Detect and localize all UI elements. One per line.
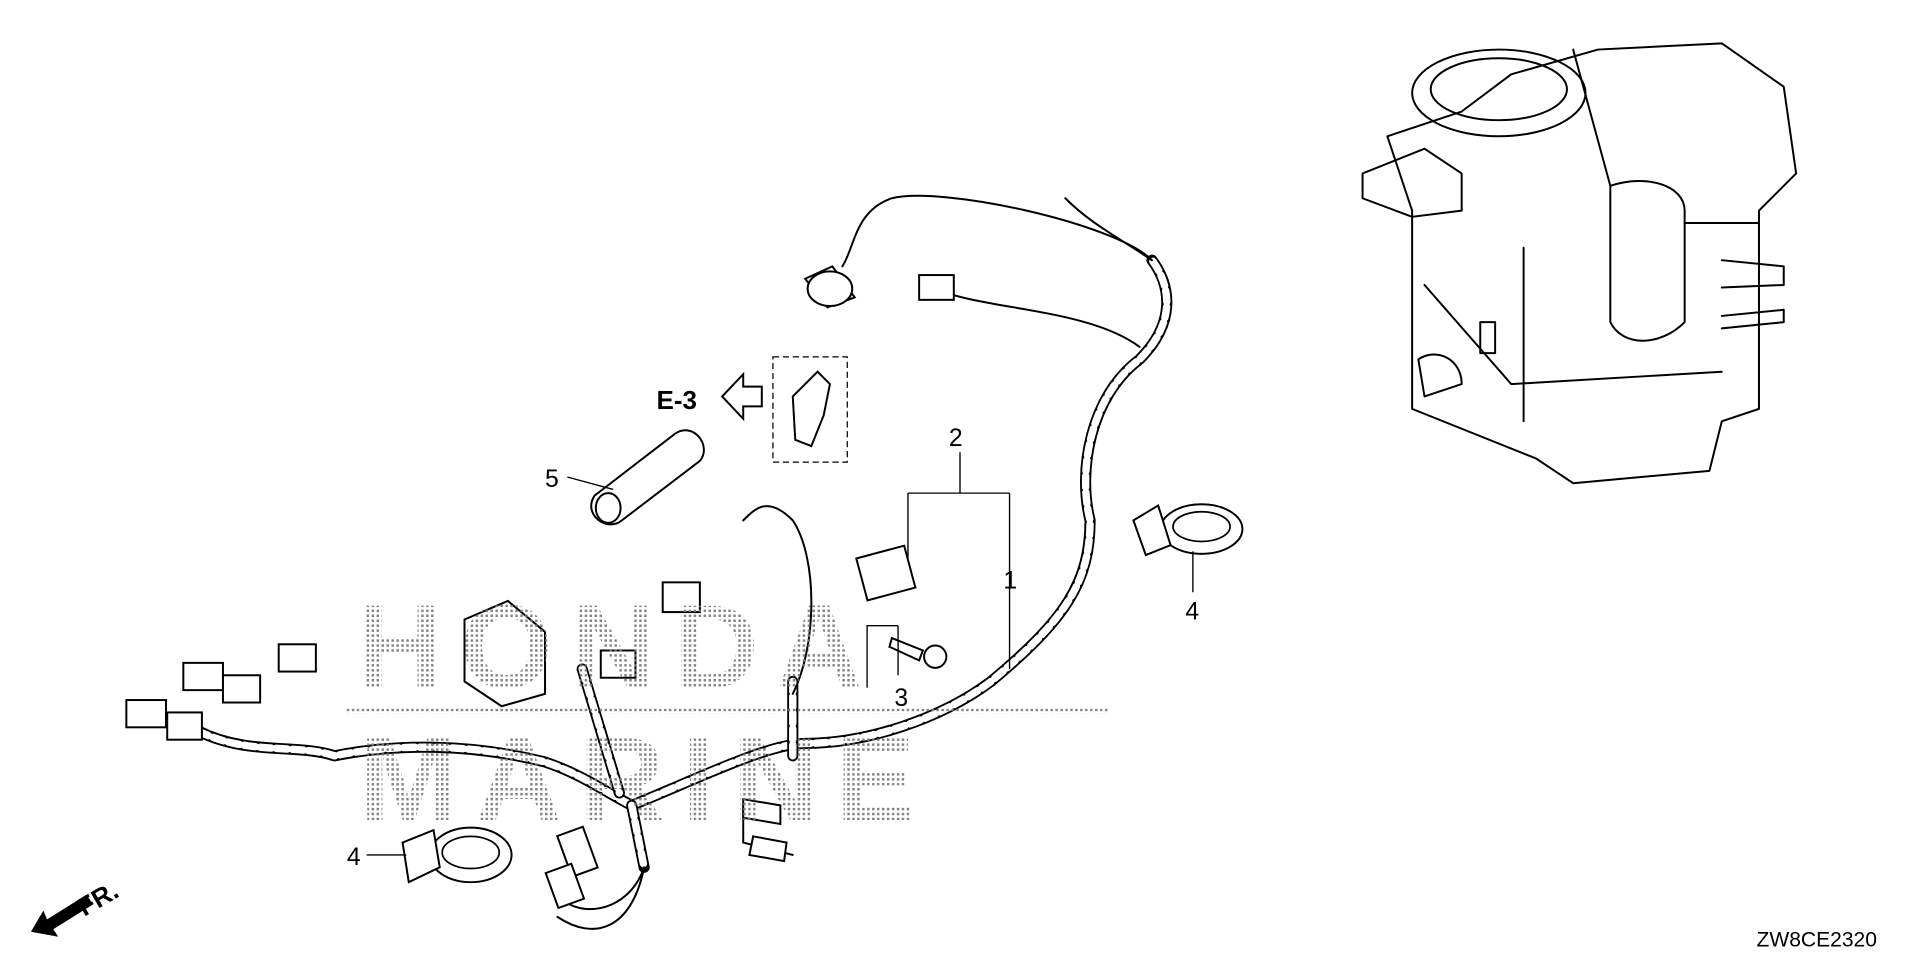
watermark-line-1: HONDA xyxy=(357,581,880,714)
arrow-left-icon xyxy=(720,371,763,422)
part-5-sleeve xyxy=(590,429,705,526)
callout-4-upper: 4 xyxy=(1185,599,1199,626)
leader-lines xyxy=(366,452,1194,856)
connectors xyxy=(125,265,955,910)
engine-illustration xyxy=(1361,42,1798,485)
front-arrow-icon xyxy=(30,894,93,937)
callout-3: 3 xyxy=(894,685,908,712)
part-4-clamps xyxy=(401,503,1244,884)
reference-e3-label: E-3 xyxy=(657,385,697,415)
watermark-line-2: MARINE xyxy=(359,713,932,846)
callout-5: 5 xyxy=(545,466,559,493)
wire-harness xyxy=(192,194,1173,930)
honda-marine-watermark: HONDA MARINE xyxy=(346,581,1109,846)
sensor-e3-reference xyxy=(720,356,848,463)
front-direction-indicator: FR. xyxy=(30,875,124,937)
drawing-code: ZW8CE2320 xyxy=(1756,929,1876,952)
front-label: FR. xyxy=(72,875,123,922)
callout-4-lower: 4 xyxy=(347,844,361,871)
callout-2: 2 xyxy=(949,425,963,452)
callout-1: 1 xyxy=(1003,568,1017,595)
